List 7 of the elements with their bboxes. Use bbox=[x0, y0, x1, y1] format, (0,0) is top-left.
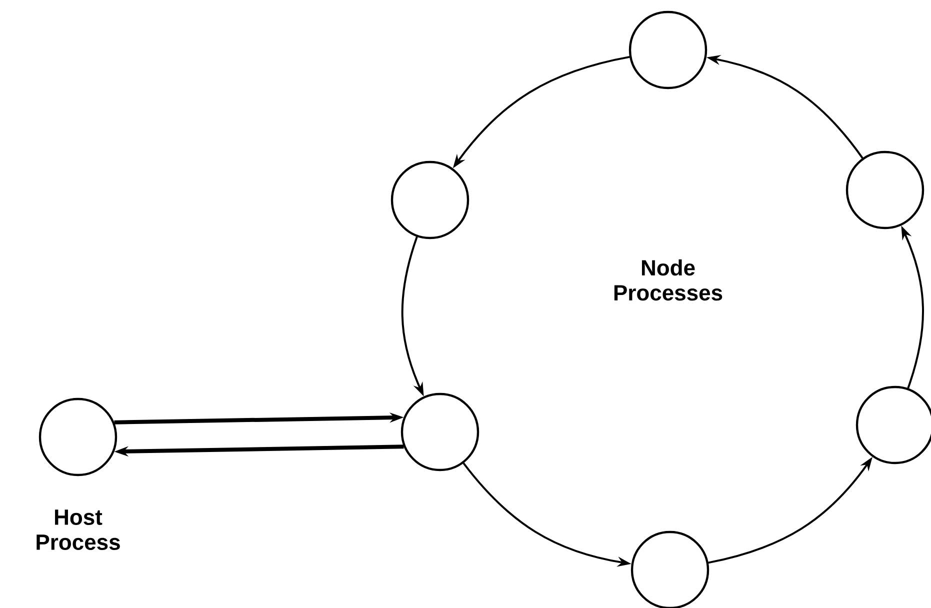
center-label: Node Processes bbox=[614, 259, 722, 301]
process-circle bbox=[628, 10, 708, 90]
process-circle bbox=[846, 150, 924, 230]
node-caption: Host Process bbox=[36, 510, 120, 550]
process-circle bbox=[390, 160, 470, 240]
process-circle bbox=[38, 398, 118, 476]
process-circle bbox=[400, 392, 480, 472]
